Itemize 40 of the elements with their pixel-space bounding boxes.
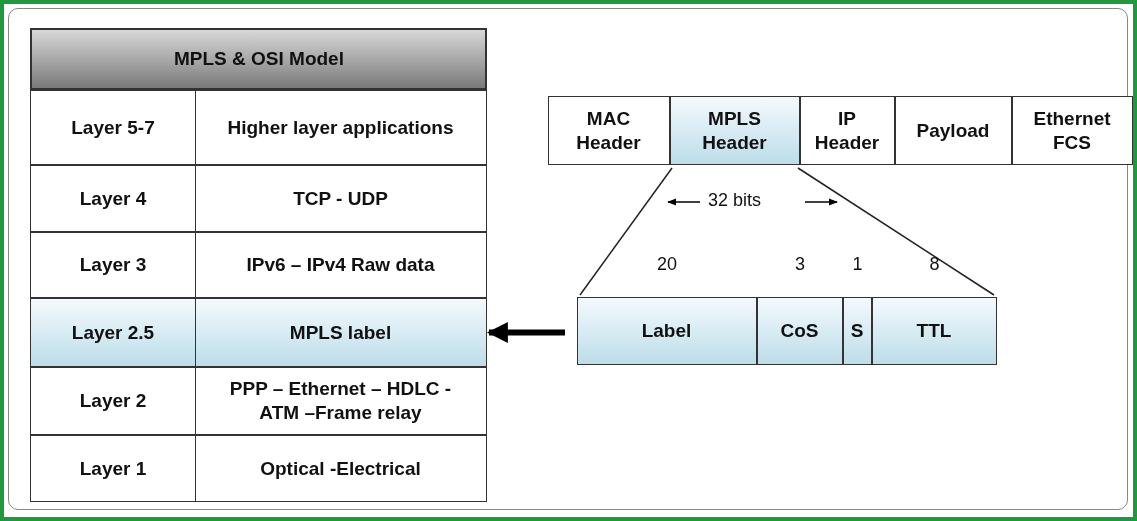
dimension-label: 32 bits — [708, 190, 762, 211]
table-title: MPLS & OSI Model — [173, 47, 345, 72]
bit-count: 3 — [794, 254, 806, 275]
protocol-text: IPv6 – IPv4 Raw data — [195, 233, 485, 297]
table-row — [30, 367, 487, 435]
field-name: Label — [640, 319, 693, 344]
field-name: S — [849, 319, 865, 344]
layer-name: Layer 5-7 — [70, 115, 156, 140]
field-name: Ethernet FCS — [1032, 106, 1112, 155]
table-row — [30, 435, 487, 502]
field-name: Payload — [915, 118, 991, 143]
field-name: TTL — [915, 319, 953, 344]
packet-field — [548, 96, 670, 165]
table-row — [30, 232, 487, 298]
table-row — [30, 165, 487, 232]
layer-name: Layer 2 — [78, 389, 148, 414]
table-header — [30, 28, 487, 90]
table-row — [30, 90, 487, 165]
protocol-text: TCP - UDP — [195, 166, 485, 231]
bit-count: 1 — [851, 254, 864, 275]
bit-count: 8 — [928, 254, 941, 275]
layer-name: Layer 3 — [78, 253, 148, 278]
protocol-text: Higher layer applications — [195, 91, 485, 164]
field-name: MAC Header — [575, 106, 642, 155]
packet-field — [895, 96, 1012, 165]
packet-field — [1012, 96, 1133, 165]
bit-count: 20 — [656, 254, 678, 275]
field-name: MPLS Header — [701, 106, 768, 155]
table-row — [30, 298, 487, 367]
protocol-text: MPLS label — [195, 299, 485, 366]
layer-name: Layer 2.5 — [70, 320, 156, 345]
layer-name: Layer 4 — [78, 186, 148, 211]
packet-field — [670, 96, 800, 165]
field-name: IP Header — [813, 106, 881, 155]
arrow — [486, 322, 565, 343]
packet-field — [800, 96, 895, 165]
protocol-text: Optical -Electrical — [195, 436, 485, 501]
field-name: CoS — [779, 319, 820, 344]
layer-name: Layer 1 — [78, 456, 148, 481]
protocol-text: PPP – Ethernet – HDLC - ATM –Frame relay — [195, 368, 485, 434]
